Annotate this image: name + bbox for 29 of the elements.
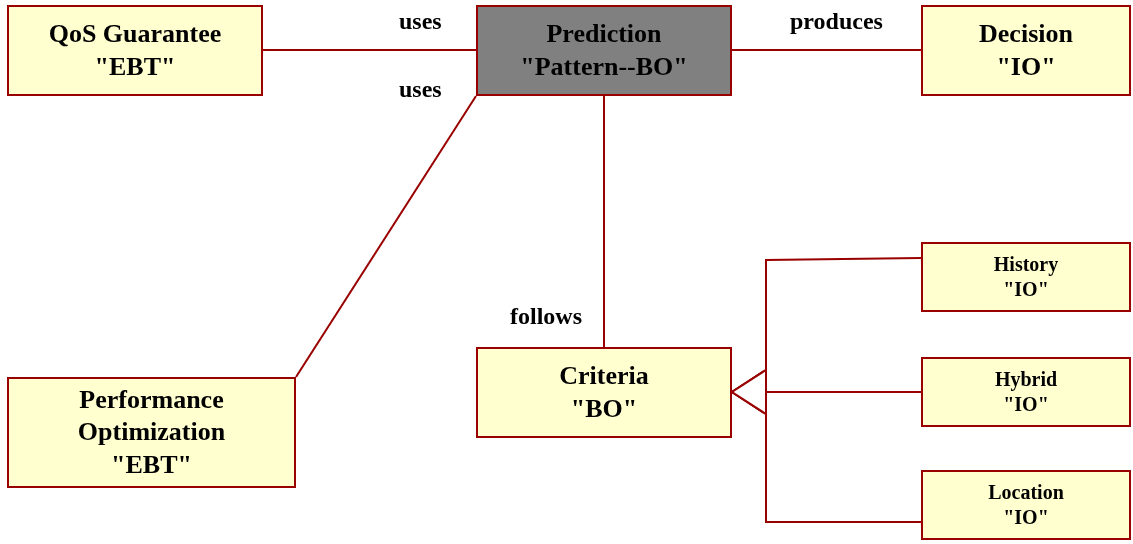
class-name: Criteria bbox=[559, 360, 649, 392]
highlighted-class-box bbox=[476, 5, 732, 96]
class-name: Hybrid bbox=[994, 367, 1058, 392]
class-name: Performance Optimization bbox=[76, 383, 227, 449]
stereotype-label: "BO" bbox=[570, 392, 638, 425]
association-line bbox=[731, 49, 922, 51]
stereotype-label: "EBT" bbox=[111, 448, 192, 481]
class-name: Decision bbox=[979, 18, 1073, 50]
class-box bbox=[921, 357, 1131, 427]
association-line bbox=[262, 49, 477, 51]
generalization-arrow bbox=[731, 369, 922, 523]
class-name: Location bbox=[988, 480, 1064, 505]
association-line bbox=[295, 95, 477, 378]
stereotype-label: "IO" bbox=[1003, 277, 1049, 302]
stereotype-label: "Pattern--BO" bbox=[520, 50, 688, 83]
stereotype-label: "EBT" bbox=[94, 50, 176, 83]
class-box bbox=[921, 5, 1131, 96]
association-line bbox=[603, 95, 605, 348]
class-box bbox=[921, 470, 1131, 540]
stereotype-label: "IO" bbox=[996, 50, 1056, 83]
stereotype-label: "IO" bbox=[1003, 392, 1049, 417]
class-name: History bbox=[993, 252, 1059, 277]
stereotype-label: "IO" bbox=[1003, 505, 1049, 530]
class-box bbox=[921, 242, 1131, 312]
class-box bbox=[476, 347, 732, 438]
class-box bbox=[7, 377, 296, 488]
class-box bbox=[7, 5, 263, 96]
class-name: Prediction bbox=[546, 18, 662, 50]
class-name: QoS Guarantee bbox=[48, 18, 222, 50]
